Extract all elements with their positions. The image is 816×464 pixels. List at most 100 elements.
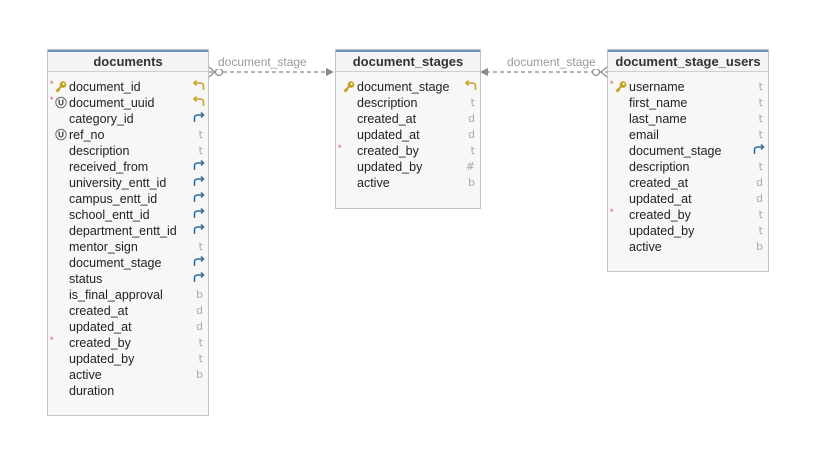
column-name: duration	[69, 384, 115, 398]
column-row[interactable]: status	[48, 271, 208, 287]
column-type: d	[196, 304, 203, 317]
arrow-head-icon	[326, 68, 334, 76]
column-row[interactable]: updated_at d	[48, 319, 208, 335]
primary-key-icon	[342, 80, 356, 98]
column-name: last_name	[629, 112, 687, 126]
column-type: t	[198, 240, 203, 253]
unique-key-icon: U	[54, 96, 68, 114]
column-type: t	[198, 144, 203, 157]
svg-text:U: U	[58, 131, 65, 140]
relation-stage-users-to-stages	[480, 66, 608, 78]
zero-many-end-icon	[591, 67, 601, 77]
column-name: status	[69, 272, 103, 286]
column-type: t	[758, 160, 763, 173]
column-name: document_stage	[69, 256, 162, 270]
column-type: b	[756, 240, 763, 253]
column-row[interactable]: category_id	[48, 111, 208, 127]
column-name: is_final_approval	[69, 288, 163, 302]
zero-many-end-icon	[214, 67, 224, 77]
column-name: first_name	[629, 96, 688, 110]
referenced-key-icon	[464, 79, 477, 95]
table-title: documents	[48, 50, 208, 72]
column-name: email	[629, 128, 659, 142]
column-name: updated_at	[357, 128, 420, 142]
column-name: updated_at	[69, 320, 132, 334]
column-row[interactable]: document_stage	[336, 79, 480, 95]
table-title: document_stages	[336, 50, 480, 72]
column-name: updated_by	[357, 160, 423, 174]
relation-label: document_stage	[505, 55, 598, 69]
column-row[interactable]: * document_id	[48, 79, 208, 95]
column-row[interactable]: email t	[608, 127, 768, 143]
column-row[interactable]: received_from	[48, 159, 208, 175]
column-row[interactable]: department_entt_id	[48, 223, 208, 239]
column-row[interactable]: campus_entt_id	[48, 191, 208, 207]
column-row[interactable]: document_stage	[48, 255, 208, 271]
foreign-key-icon	[193, 159, 205, 175]
column-name: updated_by	[629, 224, 695, 238]
required-marker-icon: *	[50, 79, 54, 89]
svg-text:U: U	[58, 99, 65, 108]
column-type: b	[468, 176, 475, 189]
referenced-key-icon	[192, 79, 205, 95]
foreign-key-icon	[193, 207, 205, 223]
referenced-key-icon	[192, 95, 205, 111]
required-marker-icon: *	[338, 143, 342, 153]
column-name: campus_entt_id	[69, 192, 158, 206]
column-type: b	[196, 368, 203, 381]
column-name: description	[69, 144, 130, 158]
foreign-key-icon	[193, 111, 205, 127]
column-name: created_at	[357, 112, 417, 126]
column-row[interactable]: description t	[48, 143, 208, 159]
table-title: document_stage_users	[608, 50, 768, 72]
column-type: t	[758, 128, 763, 141]
foreign-key-icon	[193, 223, 205, 239]
foreign-key-icon	[193, 271, 205, 287]
column-name: created_by	[357, 144, 419, 158]
column-row[interactable]: updated_by#	[336, 159, 480, 175]
column-name: university_entt_id	[69, 176, 167, 190]
foreign-key-icon	[193, 255, 205, 271]
column-type: t	[198, 352, 203, 365]
column-name: document_uuid	[69, 96, 155, 110]
unique-key-icon: U	[54, 128, 68, 146]
column-row[interactable]: document_stage	[608, 143, 768, 159]
column-type: t	[758, 208, 763, 221]
column-row[interactable]: duration	[48, 383, 208, 399]
column-name: document_id	[69, 80, 141, 94]
column-row[interactable]: school_entt_id	[48, 207, 208, 223]
column-name: created_at	[629, 176, 689, 190]
column-name: created_by	[629, 208, 691, 222]
column-type: d	[196, 320, 203, 333]
relation-documents-to-stages	[208, 66, 334, 78]
column-row[interactable]: university_entt_id	[48, 175, 208, 191]
